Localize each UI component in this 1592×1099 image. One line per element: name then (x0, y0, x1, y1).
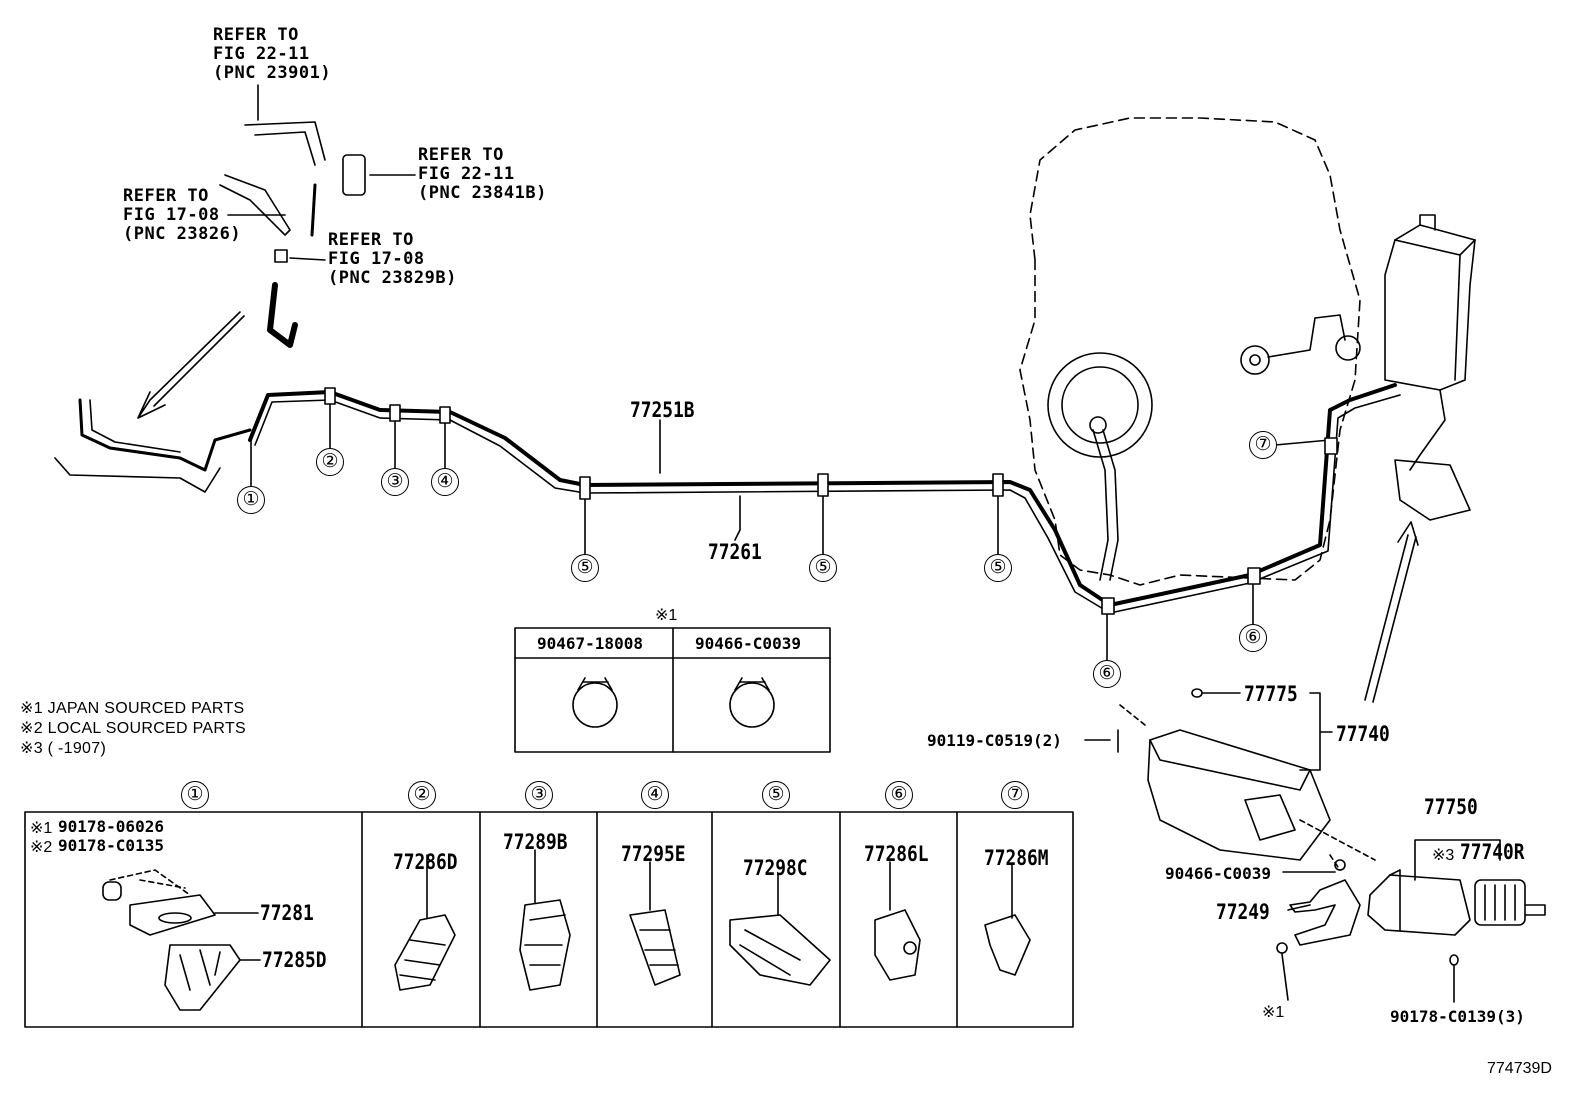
filter-note-mark: ※3 (1432, 847, 1455, 864)
cell1-mark-1: ※1 (30, 820, 53, 837)
note-japan-sourced: ※1 JAPAN SOURCED PARTS (20, 700, 245, 717)
callout-1: ① (237, 486, 265, 514)
cell3-part: 77289B (503, 830, 568, 854)
callout-4: ④ (431, 468, 459, 496)
callout-7: ⑦ (1249, 431, 1277, 459)
cell1-part-clamp: 77285D (262, 948, 327, 972)
part-label-gasket: 77775 (1244, 682, 1298, 706)
table-header-2: ② (408, 781, 436, 809)
callout-5c: ⑤ (984, 554, 1012, 582)
part-label-valve-assy: 77750 (1424, 795, 1478, 819)
part-label-clip-bottom: 90178-C0139(3) (1390, 1007, 1525, 1026)
callout-3: ③ (381, 468, 409, 496)
cell7-part: 77286M (984, 846, 1049, 870)
cell2-part: 77286D (393, 850, 458, 874)
cell5-part: 77298C (743, 856, 808, 880)
callout-5a: ⑤ (571, 554, 599, 582)
reference-label-23841b: REFER TO FIG 22-11 (PNC 23841B) (418, 145, 547, 203)
table-header-4: ④ (641, 781, 669, 809)
part-label-clip-canister: 90466-C0039 (1165, 864, 1271, 883)
table-header-5: ⑤ (762, 781, 790, 809)
note-mark-bottom: ※1 (1262, 1004, 1285, 1021)
table-header-6: ⑥ (885, 781, 913, 809)
cell6-part: 77286L (864, 842, 929, 866)
callout-6b: ⑥ (1239, 624, 1267, 652)
cell1-part-bracket: 77281 (260, 901, 314, 925)
reference-label-23829b: REFER TO FIG 17-08 (PNC 23829B) (328, 230, 457, 288)
cell1-part-local: 90178-C0135 (58, 836, 164, 855)
clip-table-header-2: 90466-C0039 (695, 634, 801, 653)
cell4-part: 77295E (621, 842, 686, 866)
table-header-3: ③ (525, 781, 553, 809)
note-local-sourced: ※2 LOCAL SOURCED PARTS (20, 720, 246, 737)
table-header-1: ① (181, 781, 209, 809)
cell1-part-japan: 90178-06026 (58, 817, 164, 836)
part-label-filter: 77740R (1460, 840, 1525, 864)
figure-id: 774739D (1487, 1060, 1552, 1077)
part-label-bolt: 90119-C0519(2) (927, 731, 1062, 750)
callout-6a: ⑥ (1093, 660, 1121, 688)
note-date-range: ※3 ( -1907) (20, 740, 107, 757)
callout-2: ② (316, 448, 344, 476)
callout-5b: ⑤ (809, 554, 837, 582)
part-label-tube-lower: 77261 (708, 540, 762, 564)
part-label-tube-upper: 77251B (630, 398, 695, 422)
clip-table-mark: ※1 (655, 607, 678, 624)
cell1-mark-2: ※2 (30, 839, 53, 856)
reference-label-23901: REFER TO FIG 22-11 (PNC 23901) (213, 25, 332, 83)
table-header-7: ⑦ (1001, 781, 1029, 809)
reference-label-23826: REFER TO FIG 17-08 (PNC 23826) (123, 186, 242, 244)
part-label-canister-assy: 77740 (1336, 722, 1390, 746)
part-label-hose: 77249 (1216, 900, 1270, 924)
clip-table-header-1: 90467-18008 (537, 634, 643, 653)
